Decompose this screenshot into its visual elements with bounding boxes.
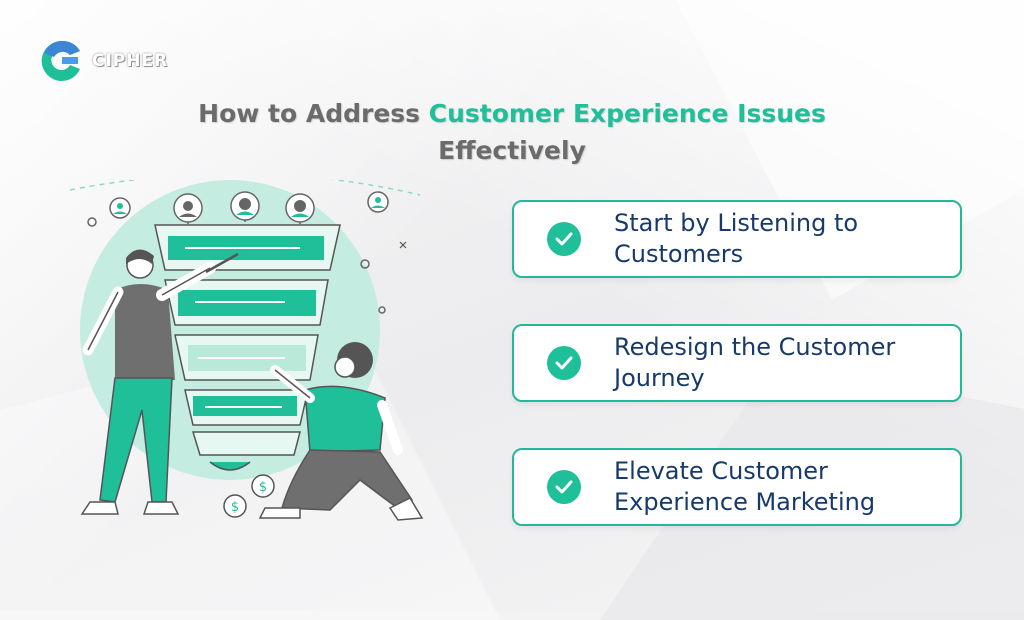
dollar-icon: $: [223, 494, 247, 518]
user-avatar-icon: [109, 197, 131, 219]
title-part: How to Address: [198, 99, 429, 128]
brand-name: CIPHER: [92, 51, 169, 71]
check-icon: [547, 470, 581, 504]
step-card: Redesign the Customer Journey: [512, 324, 962, 402]
step-card: Elevate Customer Experience Marketing: [512, 448, 962, 526]
user-avatar-icon: [367, 191, 389, 213]
check-icon: [547, 346, 581, 380]
title-line2: Effectively: [438, 136, 586, 165]
dollar-icon: $: [251, 474, 275, 498]
funnel-illustration: $ $: [69, 180, 424, 521]
page-title: How to Address Customer Experience Issue…: [0, 95, 1024, 169]
user-avatar-icon: [173, 193, 203, 223]
step-label: Elevate Customer Experience Marketing: [614, 457, 876, 516]
cipher-logo-icon: [41, 40, 80, 81]
svg-text:$: $: [259, 480, 267, 495]
step-label: Redesign the Customer Journey: [614, 333, 896, 392]
step-card: Start by Listening to Customers: [512, 200, 962, 278]
step-label: Start by Listening to Customers: [614, 209, 859, 268]
brand-logo: CIPHER: [40, 39, 168, 83]
kneeling-person: [258, 342, 424, 521]
svg-text:$: $: [231, 500, 239, 515]
user-avatar-icon: [285, 193, 315, 223]
funnel-chart: [154, 224, 341, 471]
title-accent: Customer Experience Issues: [428, 99, 826, 128]
standing-person: [80, 249, 239, 515]
user-avatar-icon: [230, 191, 260, 221]
check-icon: [547, 222, 581, 256]
